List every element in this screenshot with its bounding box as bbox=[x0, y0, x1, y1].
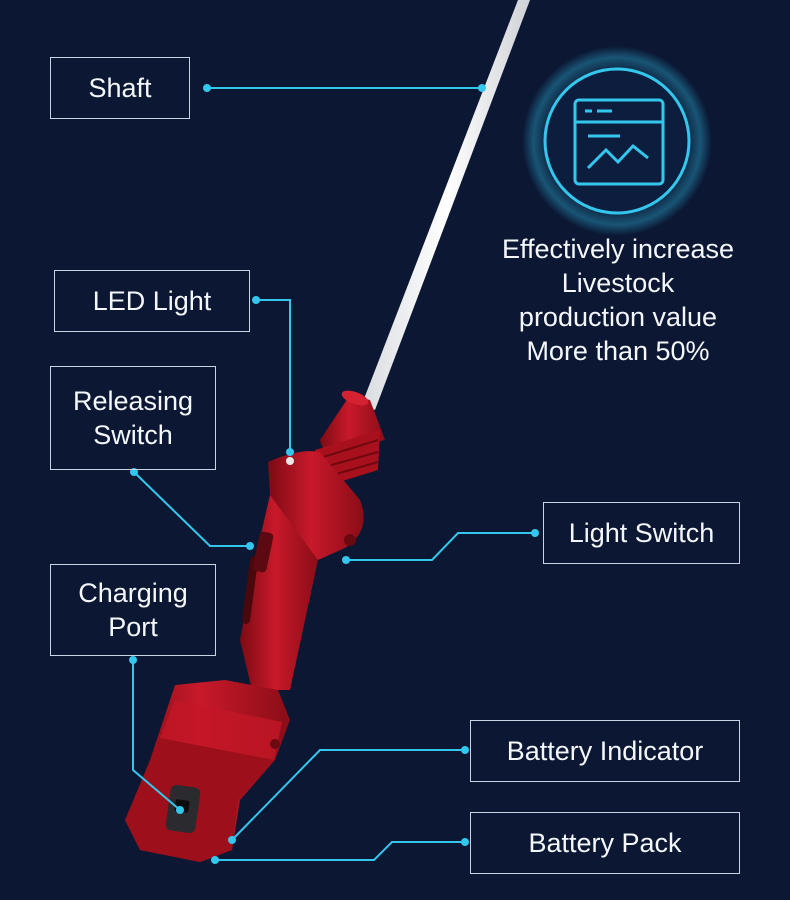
label-light-switch: Light Switch bbox=[543, 502, 740, 564]
promo-text: Effectively increase Livestock productio… bbox=[470, 232, 766, 368]
callout-dots bbox=[129, 84, 539, 864]
chart-window-icon bbox=[522, 46, 712, 236]
label-charging-port: Charging Port bbox=[50, 564, 216, 656]
callout-lines bbox=[132, 87, 535, 861]
promo-line: Effectively increase bbox=[501, 234, 735, 264]
label-shaft: Shaft bbox=[50, 57, 190, 119]
label-led-light: LED Light bbox=[54, 270, 250, 332]
device-body bbox=[125, 390, 385, 862]
label-battery-pack: Battery Pack bbox=[470, 812, 740, 874]
shaft bbox=[362, 0, 530, 410]
label-releasing-switch: Releasing Switch bbox=[50, 366, 216, 470]
promo-line: production value bbox=[518, 302, 718, 332]
promo-line: More than 50% bbox=[526, 336, 710, 366]
label-battery-indicator: Battery Indicator bbox=[470, 720, 740, 782]
promo-line: Livestock bbox=[561, 268, 675, 298]
